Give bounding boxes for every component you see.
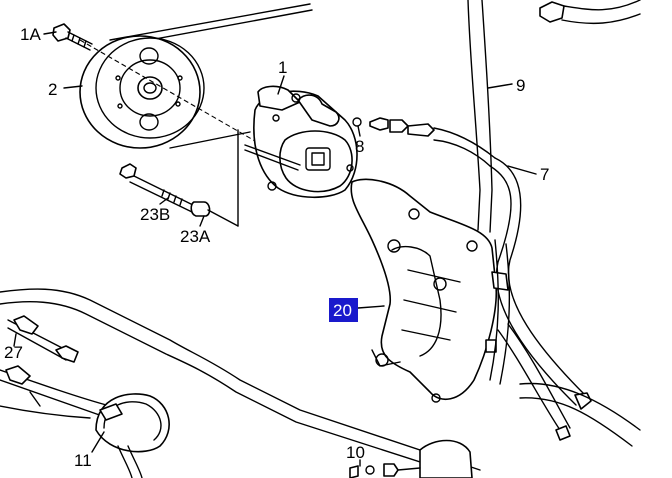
callout-10: 10 bbox=[346, 443, 365, 462]
sleeve-23a bbox=[190, 129, 239, 227]
fitting-10 bbox=[349, 439, 473, 478]
callout-27: 27 bbox=[4, 343, 23, 362]
lower-pipes bbox=[0, 288, 641, 478]
callout-9: 9 bbox=[516, 76, 525, 95]
callout-23b: 23B bbox=[140, 205, 170, 224]
callout-8: 8 bbox=[355, 137, 364, 156]
callout-20-highlight: 20 bbox=[329, 298, 358, 322]
hose-9 bbox=[467, 0, 641, 233]
bolt-23b bbox=[119, 163, 196, 213]
hose-clamp bbox=[95, 393, 170, 478]
mounting-bracket bbox=[350, 178, 571, 441]
callout-7: 7 bbox=[540, 165, 549, 184]
fitting-8 bbox=[352, 117, 496, 167]
callout-1a: 1A bbox=[20, 25, 41, 44]
callout-23a: 23A bbox=[180, 227, 211, 246]
bolt-1a bbox=[52, 23, 93, 51]
pulley bbox=[79, 35, 263, 149]
callout-11: 11 bbox=[74, 451, 92, 470]
callout-1: 1 bbox=[278, 58, 287, 77]
callout-20: 20 bbox=[333, 301, 352, 320]
leader-lines bbox=[13, 31, 537, 467]
callout-2: 2 bbox=[48, 80, 57, 99]
power-steering-pump bbox=[244, 85, 358, 199]
